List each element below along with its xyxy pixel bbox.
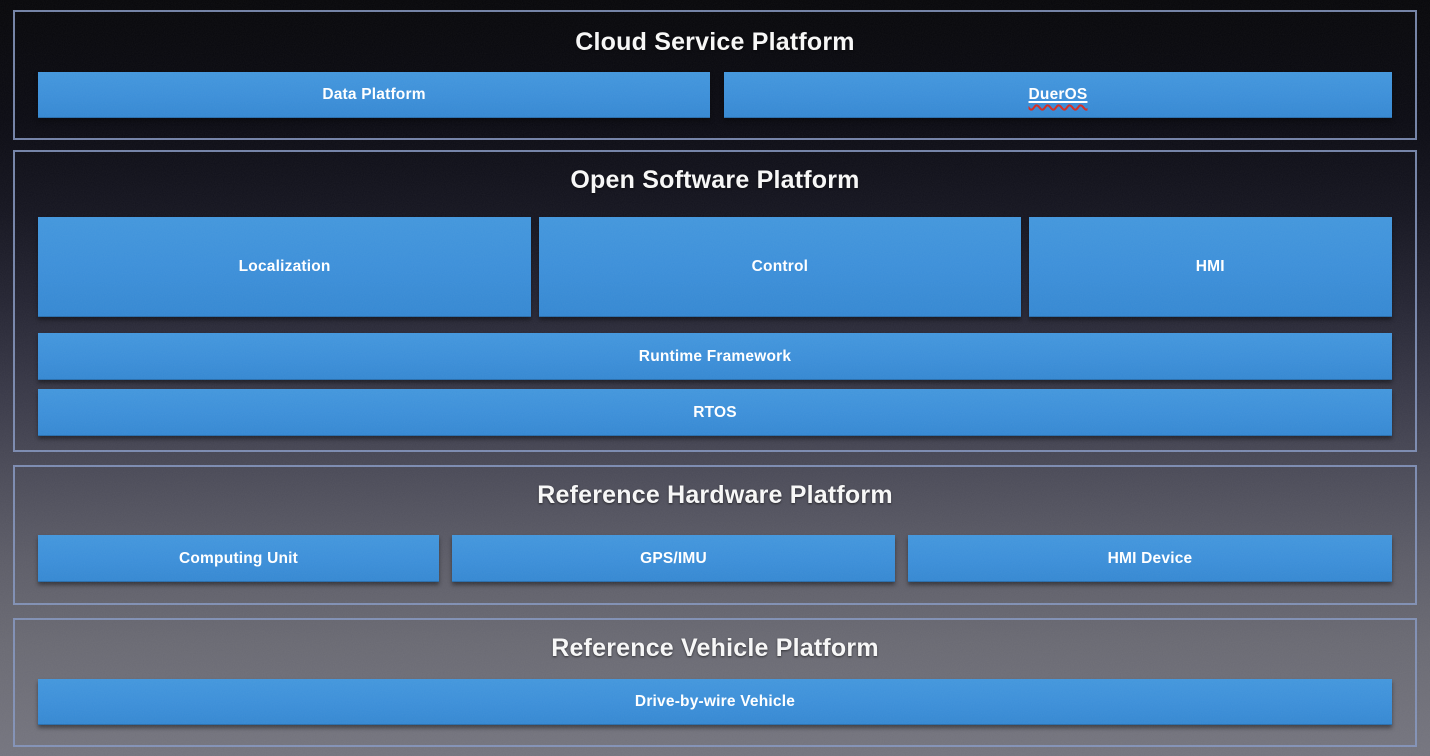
box-label-localization: Localization [238,258,331,275]
box-runtime-framework: Runtime Framework [38,333,1392,380]
box-label-drive-by-wire-vehicle: Drive-by-wire Vehicle [634,693,796,710]
section-title-cloud-service-platform: Cloud Service Platform [575,28,855,56]
box-dueros: DuerOS [724,72,1392,118]
box-label-hmi-device: HMI Device [1107,549,1193,567]
hardware-boxes-row: Computing Unit GPS/IMU HMI Device [38,535,1392,582]
section-title-reference-vehicle-platform: Reference Vehicle Platform [551,634,879,662]
box-computing-unit: Computing Unit [38,535,439,582]
cloud-boxes-row: Data Platform DuerOS [38,72,1392,118]
box-drive-by-wire-vehicle: Drive-by-wire Vehicle [38,679,1392,725]
box-rtos: RTOS [38,389,1392,436]
box-hmi: HMI [1028,217,1392,317]
section-reference-vehicle-platform: Reference Vehicle Platform Drive-by-wire… [13,618,1417,747]
section-title-reference-hardware-platform: Reference Hardware Platform [537,481,893,509]
box-label-runtime-framework: Runtime Framework [638,347,792,365]
box-gps-imu: GPS/IMU [452,535,895,582]
software-modules-row: Localization Control HMI [38,217,1392,317]
section-cloud-service-platform: Cloud Service Platform Data Platform Due… [13,10,1417,140]
section-title-open-software-platform: Open Software Platform [570,166,860,194]
box-localization: Localization [38,217,532,317]
box-label-rtos: RTOS [693,403,737,421]
box-label-computing-unit: Computing Unit [178,549,299,567]
box-label-dueros-spellcheck-underline: DuerOS [1029,86,1088,104]
box-label-hmi: HMI [1195,258,1225,275]
box-control: Control [539,217,1021,317]
box-label-control: Control [751,258,809,275]
section-reference-hardware-platform: Reference Hardware Platform Computing Un… [13,465,1417,605]
box-label-data-platform: Data Platform [322,86,426,103]
box-label-dueros: DuerOS [1028,86,1088,103]
box-label-gps-imu: GPS/IMU [640,549,707,567]
section-open-software-platform: Open Software Platform Localization Cont… [13,150,1417,452]
box-hmi-device: HMI Device [908,535,1392,582]
box-data-platform: Data Platform [38,72,710,118]
